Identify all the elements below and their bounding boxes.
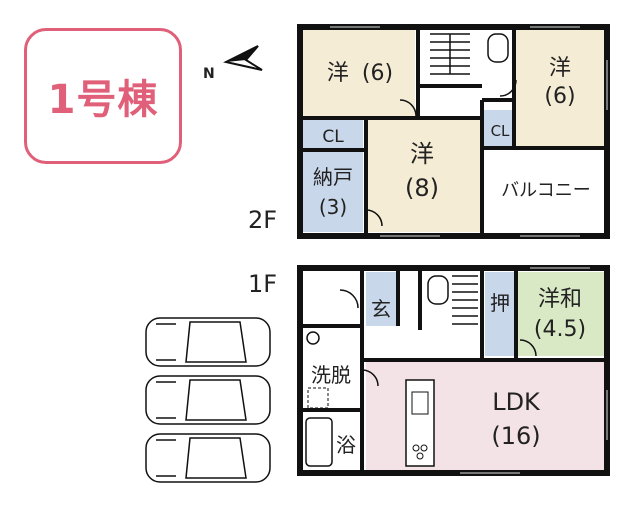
storage-room-name: 納戸 bbox=[313, 165, 353, 189]
japanese-room-name: 洋和 bbox=[538, 287, 582, 312]
western-room-c-name: 洋 bbox=[410, 140, 434, 168]
ldk-room bbox=[366, 362, 604, 470]
north-arrow-icon: N bbox=[203, 45, 263, 82]
closet-b-label: CL bbox=[491, 122, 510, 140]
entrance bbox=[366, 272, 396, 326]
japanese-room bbox=[518, 272, 604, 356]
bath-label: 浴 bbox=[336, 433, 356, 457]
western-room-a-size: (6) bbox=[362, 61, 393, 86]
western-room-b-size: (6) bbox=[544, 84, 575, 109]
closet-a-label: CL bbox=[322, 127, 344, 147]
closet-label: 押 bbox=[490, 291, 510, 315]
building-number-badge: 1号棟 bbox=[24, 28, 182, 164]
japanese-room-size: (4.5) bbox=[534, 317, 586, 342]
washroom-label: 洗脱 bbox=[311, 363, 351, 387]
balcony bbox=[488, 150, 604, 232]
floor-1-plan: 玄 押 洋和 (4.5) 洗脱 浴 LDK (16) bbox=[297, 265, 610, 476]
entrance-label: 玄 bbox=[371, 297, 391, 321]
western-room-c bbox=[368, 120, 480, 232]
floor-2-label: 2F bbox=[248, 206, 278, 234]
closet bbox=[485, 272, 515, 356]
floor-1-label: 1F bbox=[248, 270, 278, 298]
storage-room-size: (3) bbox=[319, 195, 347, 219]
svg-text:N: N bbox=[203, 66, 215, 82]
car-icon bbox=[145, 317, 271, 483]
ldk-room-name: LDK bbox=[492, 388, 541, 416]
western-room-c-size: (8) bbox=[405, 174, 439, 202]
closet-a bbox=[303, 120, 363, 150]
western-room-b bbox=[516, 30, 604, 148]
western-room-b-name: 洋 bbox=[549, 56, 571, 81]
balcony-label: バルコニー bbox=[501, 180, 591, 201]
ldk-room-size: (16) bbox=[491, 422, 540, 450]
western-room-a bbox=[303, 30, 415, 120]
floor-2-plan: 洋 (6) 洋 (6) 洋 (8) CL CL 納戸 (3) バルコニー bbox=[297, 24, 610, 239]
western-room-a-name: 洋 bbox=[327, 61, 349, 86]
closet-b bbox=[483, 110, 516, 146]
storage-room bbox=[303, 150, 363, 232]
building-number-label: 1号棟 bbox=[47, 77, 159, 123]
svg-text:洋 (6): 洋 (6) bbox=[327, 61, 393, 86]
